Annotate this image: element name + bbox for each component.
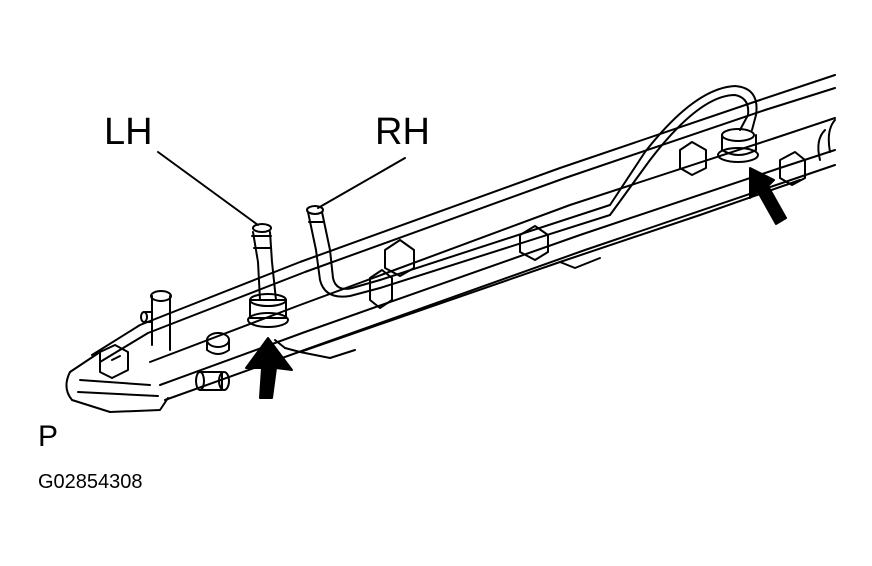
arrow-icon-rh	[749, 167, 787, 225]
fuel-rail-body	[65, 74, 836, 413]
lh-fuel-pipe	[247, 223, 289, 328]
rh-label: RH	[375, 111, 430, 153]
pipe-clamps	[369, 141, 806, 309]
pressure-regulator-fitting	[99, 290, 172, 379]
figure-code-label: G02854308	[38, 471, 143, 493]
arrow-icon-lh	[245, 337, 293, 399]
label-leader-lines	[157, 151, 406, 226]
lh-label: LH	[104, 111, 153, 153]
small-nipple-fittings	[195, 332, 230, 391]
view-marker-label: P	[38, 420, 59, 453]
rh-fuel-pipe	[306, 85, 759, 298]
mounting-flange	[274, 179, 801, 359]
